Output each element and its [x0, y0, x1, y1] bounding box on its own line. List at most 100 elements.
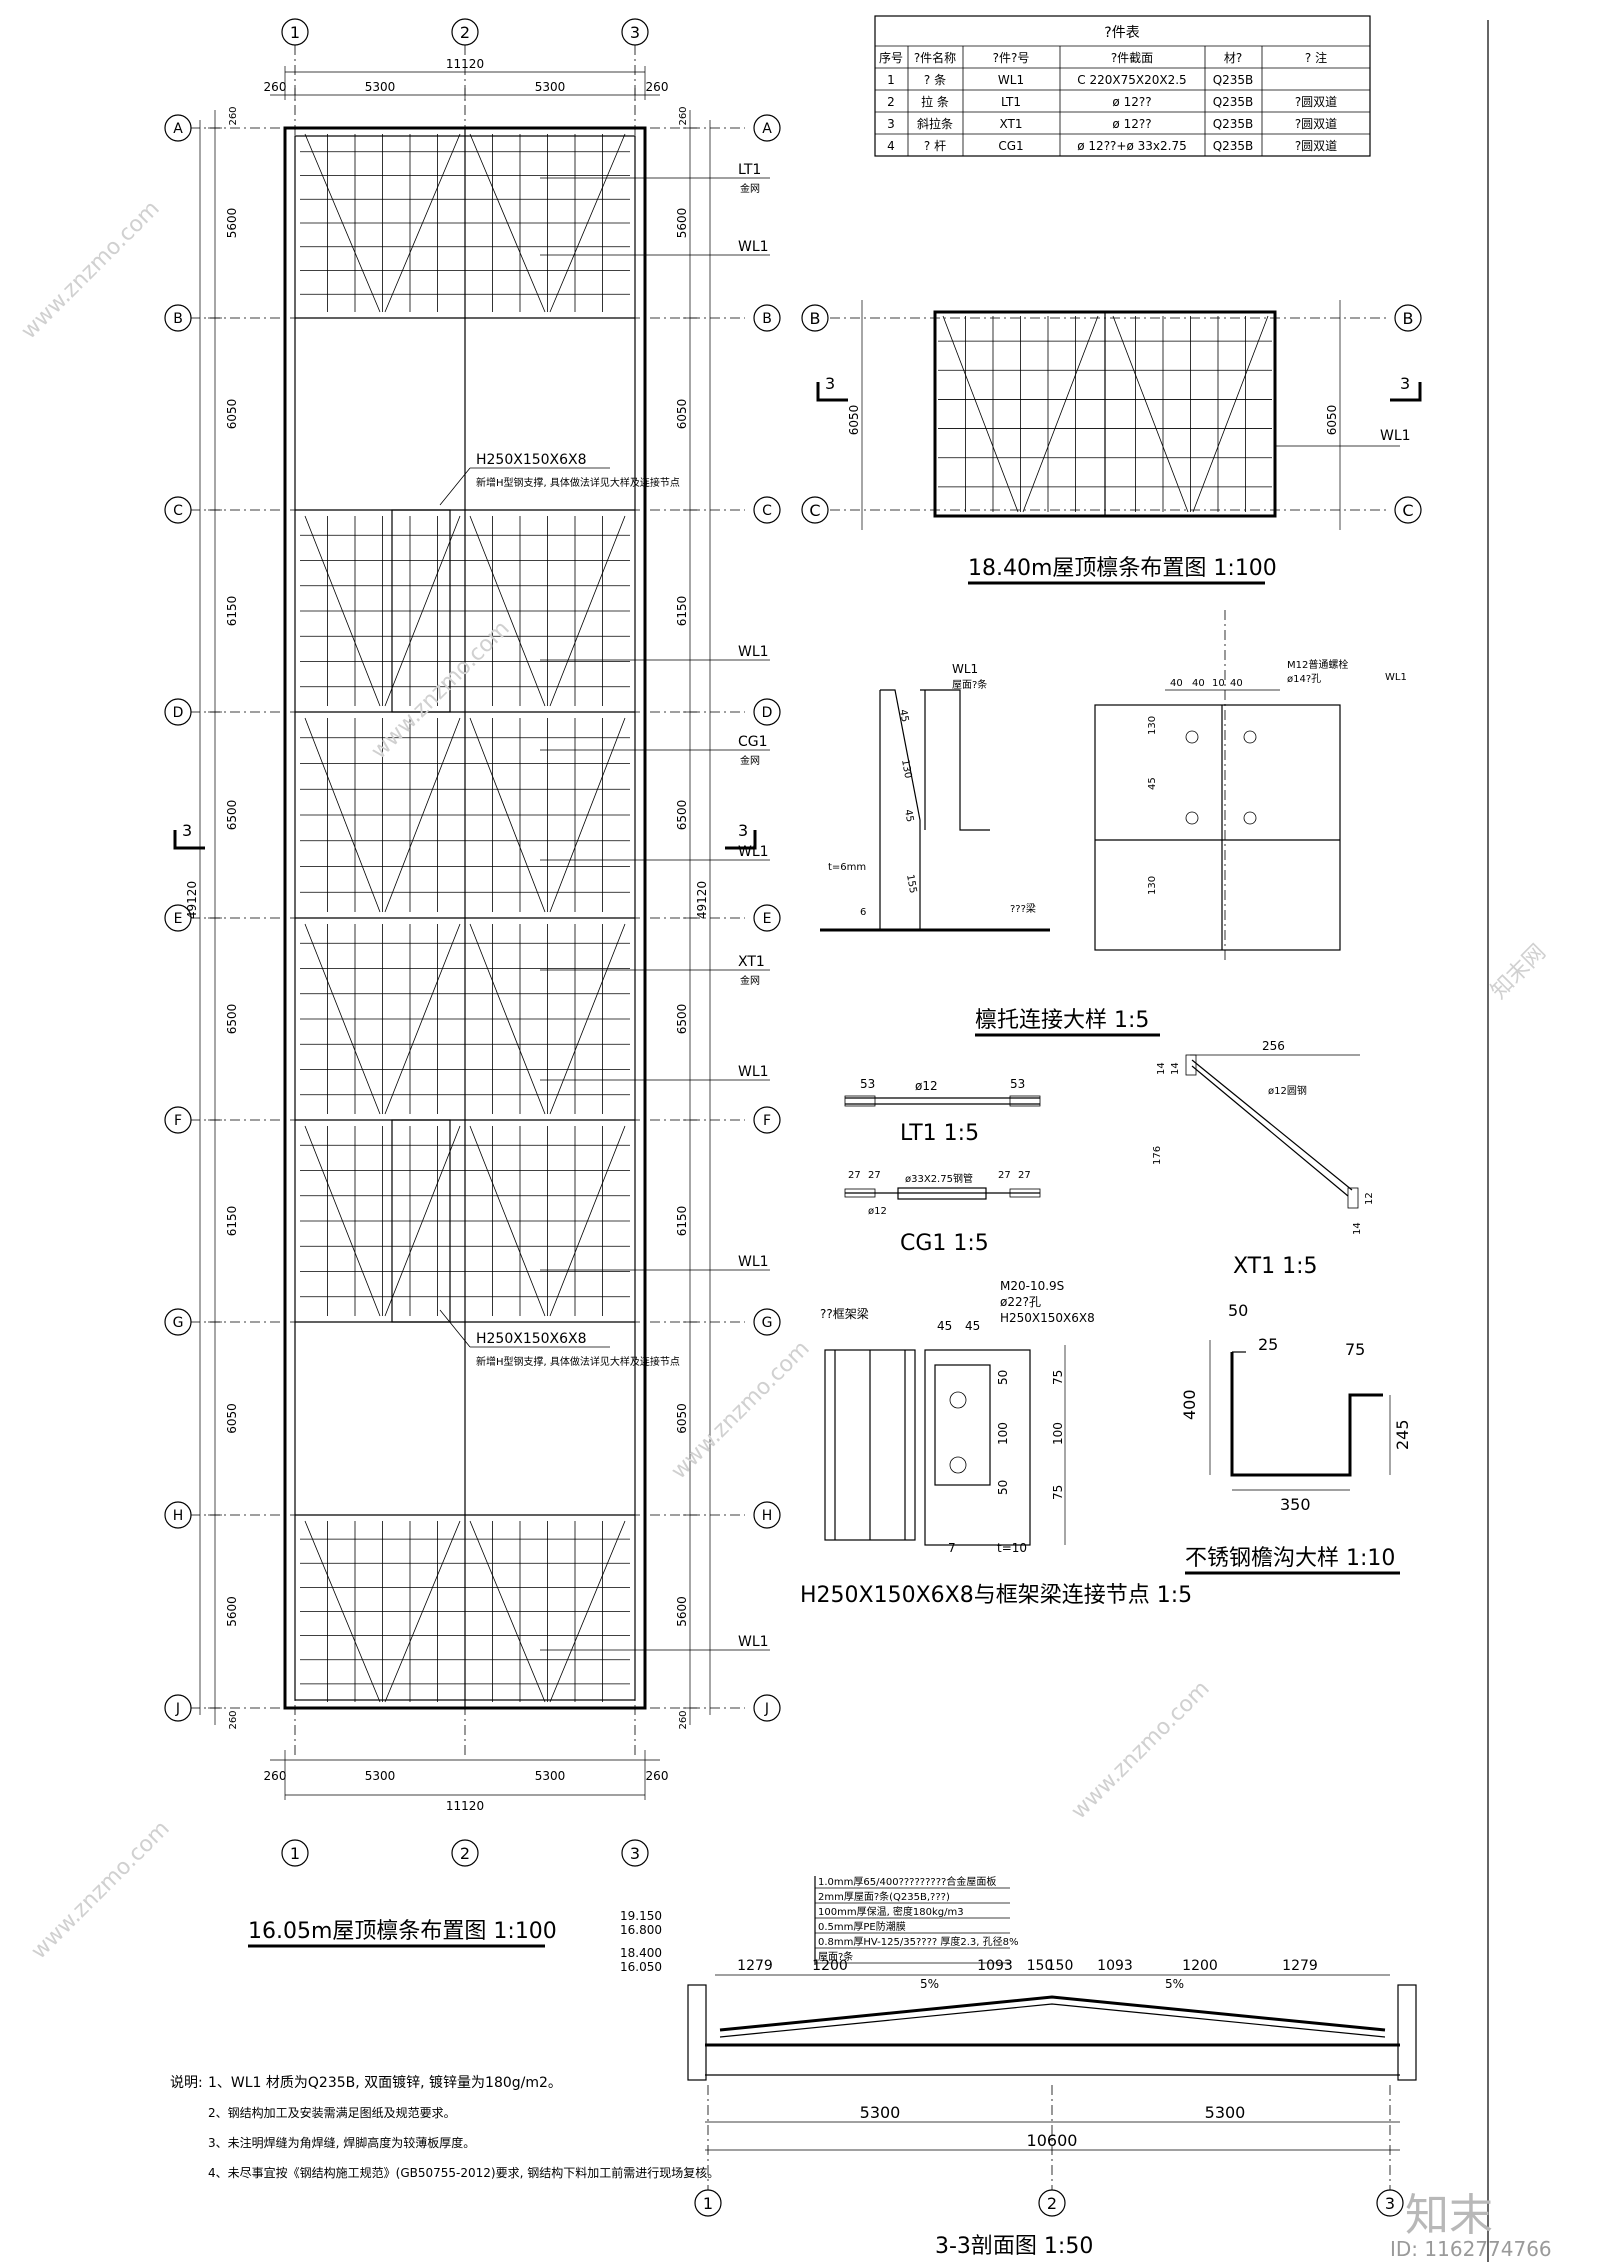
table-header-cell: ?件名称 — [914, 50, 956, 65]
note-item: 2、钢结构加工及安装需满足图纸及规范要求。 — [208, 2105, 456, 2120]
dim-text: 40 — [1192, 678, 1205, 689]
elevation: 18.400 — [620, 1946, 662, 1960]
tie-rod — [942, 315, 1019, 513]
dim-text: 75 — [1051, 1485, 1065, 1500]
axis-bubble-1-bottom — [281, 1839, 309, 1867]
dim-text: 50 — [996, 1480, 1010, 1495]
node-label: t=10 — [997, 1541, 1027, 1555]
dim-text: 53 — [860, 1077, 875, 1091]
axis-label: H — [173, 1508, 184, 1524]
axis-bubble-D-left — [164, 698, 192, 726]
dim-text: 10 — [1212, 678, 1225, 689]
axis-bubble-E-left — [164, 904, 192, 932]
axis-bubble-2-bottom — [451, 1839, 479, 1867]
dim-text: 40 — [1170, 678, 1183, 689]
tie-rod — [469, 133, 546, 313]
layer-note: 100mm厚保温, 密度180kg/m3 — [818, 1905, 964, 1918]
table-cell: Q235B — [1213, 73, 1254, 87]
watermark: www.znzmo.com www.znzmo.com www.znzmo.co… — [17, 196, 1552, 2261]
h-beam-brace — [391, 1119, 451, 1323]
axis-bubble-F-left — [164, 1106, 192, 1134]
tie-rod — [549, 1125, 626, 1317]
axis-label: 3 — [630, 23, 640, 42]
dim-text: 25 — [1258, 1335, 1278, 1354]
table-title: ?件表 — [1104, 25, 1139, 41]
dim-text: 1200 — [1182, 1958, 1218, 1974]
dim-text: 260 — [678, 1710, 689, 1729]
axis-bubble-H-right — [753, 1501, 781, 1529]
axis-bubble-G-left — [164, 1308, 192, 1336]
dim-text: 6500 — [675, 1004, 689, 1035]
axis-label: 1 — [290, 1844, 300, 1863]
table-cell: C 220X75X20X2.5 — [1077, 73, 1186, 87]
section-mark-right: 3 — [738, 821, 748, 840]
dim-text: ø33X2.75钢管 — [905, 1172, 973, 1185]
table-cell: 4 — [887, 139, 895, 153]
member-label: WL1 — [1380, 428, 1411, 444]
table-cell: ø 12?? — [1112, 95, 1151, 109]
dim-text: 130 — [1147, 716, 1158, 735]
section-3-3: 1.0mm厚65/400?????????合金屋面板2mm厚屋面?条(Q235B… — [620, 1875, 1417, 2259]
axis-label: 2 — [1047, 2194, 1057, 2213]
table-header-cell: 材? — [1224, 51, 1242, 65]
gutter-detail: 50 25 75 400 245 350 不锈钢檐沟大样 1:10 — [1180, 1301, 1412, 1575]
dim-text: 1200 — [812, 1958, 848, 1974]
section-mark: 3 — [825, 374, 835, 393]
dim-text: 6 — [860, 907, 866, 918]
axis-label: E — [174, 911, 183, 927]
lt1-title: LT1 1:5 — [900, 1121, 979, 1146]
axis-label: D — [762, 705, 773, 721]
axis-label: B — [1403, 309, 1414, 328]
dim-text: 27 — [848, 1170, 861, 1181]
dim-text: 45 — [937, 1319, 952, 1333]
axis-label: A — [173, 121, 183, 137]
table-cell: ? 条 — [924, 73, 946, 87]
elevation: 16.050 — [620, 1960, 662, 1974]
axis-label: 1 — [703, 2194, 713, 2213]
dim-text: 400 — [1180, 1389, 1199, 1420]
axis-label: B — [173, 311, 183, 327]
dim-text: 6150 — [225, 1206, 239, 1237]
table-cell: ?圆双道 — [1295, 117, 1337, 131]
dim-text: 5600 — [225, 1596, 239, 1627]
dim-text: 260 — [228, 1710, 239, 1729]
dim-text: 6500 — [225, 800, 239, 831]
purlin-bracket-detail: WL1 屋面?条 t=6mm ???梁 45 130 45 155 6 40 4… — [820, 610, 1407, 1037]
axis-bubble-G-right — [753, 1308, 781, 1336]
watermark-site: www.znzmo.com — [1067, 1676, 1215, 1824]
dim-text: 100 — [996, 1422, 1010, 1445]
tie-rod — [384, 717, 461, 913]
dim-text: 6050 — [225, 399, 239, 430]
table-header-cell: ? 注 — [1305, 50, 1327, 65]
dim-text: 260 — [646, 1769, 669, 1783]
cg1-detail: 27 27 ø33X2.75钢管 27 27 ø12 CG1 1:5 — [844, 1170, 1041, 1256]
dim-text: 5300 — [365, 80, 396, 94]
tie-rod — [469, 515, 546, 707]
axis-label: F — [763, 1113, 771, 1129]
table-cell: ? 杆 — [924, 139, 946, 153]
axis-label: J — [175, 1701, 180, 1717]
detail-label: t=6mm — [828, 862, 866, 873]
table-cell: ø 12?? — [1112, 117, 1151, 131]
general-notes: 说明: 1、WL1 材质为Q235B, 双面镀锌, 镀锌量为180g/m2。 2… — [170, 2074, 719, 2180]
table-cell: XT1 — [1000, 117, 1023, 131]
axis-bubble-B-left — [164, 304, 192, 332]
table-header-cell: ?件截面 — [1111, 51, 1153, 65]
table-cell: 3 — [887, 117, 895, 131]
roof1840-title: 18.40m屋顶檩条布置图 1:100 — [968, 556, 1277, 581]
member-subnote: 金网 — [740, 974, 760, 987]
dim-text: 6150 — [225, 596, 239, 627]
member-label: WL1 — [738, 239, 769, 255]
detail-label: 屋面?条 — [952, 678, 987, 691]
tie-rod — [384, 1520, 461, 1703]
lt1-detail: 53 ø12 53 LT1 1:5 — [844, 1077, 1041, 1146]
dim-text: 150 — [1027, 1958, 1054, 1974]
tie-rod — [1112, 315, 1189, 513]
axis-label: C — [809, 501, 820, 520]
axis-label: G — [762, 1315, 773, 1331]
axis-bubble-1-top — [281, 18, 309, 46]
axis-label: 2 — [460, 23, 470, 42]
dim-text: 100 — [1051, 1422, 1065, 1445]
watermark-brand: 知末 — [1405, 2190, 1493, 2241]
axis-bubble-J-right — [753, 1694, 781, 1722]
